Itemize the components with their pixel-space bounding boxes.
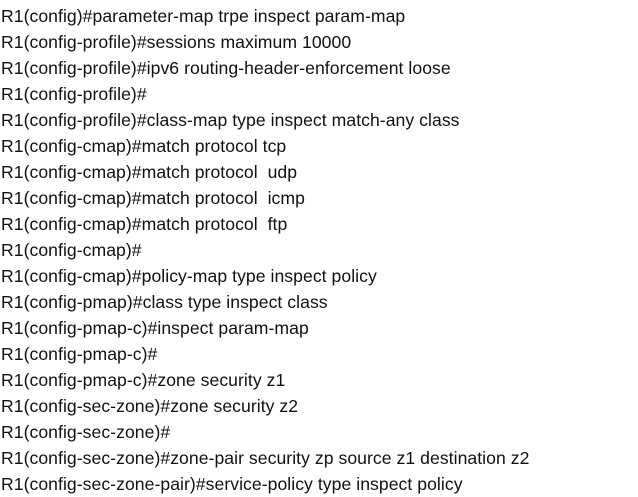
cli-line: R1(config-cmap)#	[1, 240, 142, 260]
cli-line: R1(config-sec-zone)#zone-pair security z…	[1, 448, 530, 468]
cli-line: R1(config-profile)#	[1, 84, 147, 104]
cli-line: R1(config-profile)#sessions maximum 1000…	[1, 32, 352, 52]
cli-line: R1(config-cmap)#match protocol icmp	[1, 188, 305, 208]
cli-line: R1(config-cmap)#match protocol ftp	[1, 214, 288, 234]
cli-line: R1(config-sec-zone)#	[1, 422, 171, 442]
cli-line: R1(config-profile)#ipv6 routing-header-e…	[1, 58, 451, 78]
cli-line: R1(config-pmap-c)#	[1, 344, 158, 364]
cli-line: R1(config-sec-zone)#zone security z2	[1, 396, 299, 416]
cli-line: R1(config-pmap-c)#inspect param-map	[1, 318, 309, 338]
cli-line: R1(config-cmap)#match protocol udp	[1, 162, 298, 182]
cli-line: R1(config-sec-zone-pair)#service-policy …	[1, 474, 463, 494]
cli-line: R1(config)#parameter-map trpe inspect pa…	[1, 6, 406, 26]
cli-line: R1(config-pmap-c)#zone security z1	[1, 370, 286, 390]
cli-line: R1(config-profile)#class-map type inspec…	[1, 110, 460, 130]
cli-line: R1(config-cmap)#policy-map type inspect …	[1, 266, 377, 286]
cli-line: R1(config-cmap)#match protocol tcp	[1, 136, 287, 156]
cli-line: R1(config-pmap)#class type inspect class	[1, 292, 328, 312]
